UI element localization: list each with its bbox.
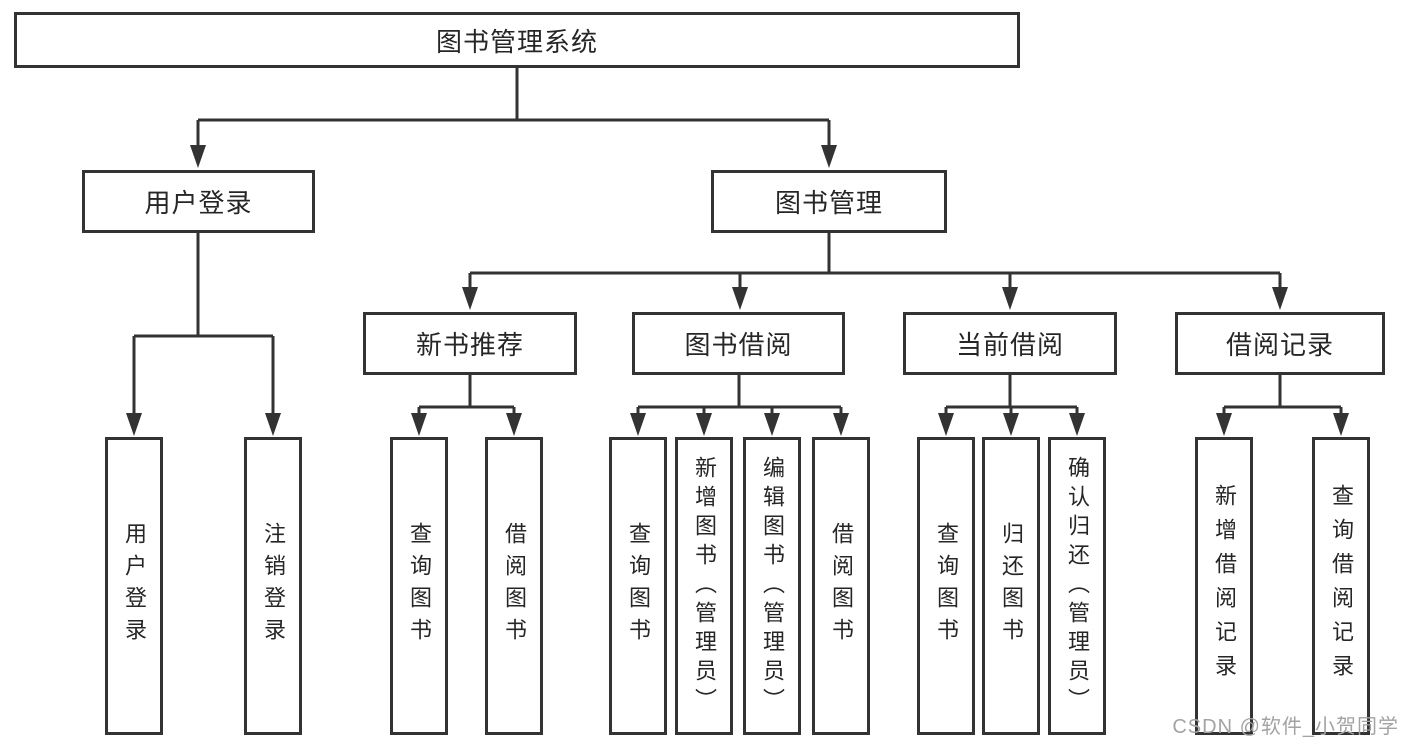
leaf-label: 查询借阅记录 [1329,484,1354,688]
leaf-logout: 注销登录 [244,437,302,735]
csdn-watermark: CSDN @软件_小贺同学 [1172,716,1399,738]
leaf-add-book-admin: 新增图书（管理员） [675,437,733,735]
leaf-query-borrow-record: 查询借阅记录 [1312,437,1370,735]
leaf-label: 用户登录 [122,522,147,650]
arrowheads [126,145,1349,436]
node-book-borrow: 图书借阅 [632,312,845,375]
node-book-mgmt: 图书管理 [711,170,947,233]
leaf-user-login: 用户登录 [105,437,163,735]
leaf-label: 查询图书 [934,522,959,650]
leaf-label: 注销登录 [261,522,286,650]
node-book-mgmt-label: 图书管理 [774,188,883,218]
node-book-borrow-label: 图书借阅 [684,330,793,360]
leaf-label: 新增借阅记录 [1212,484,1237,688]
node-root-label: 图书管理系统 [435,26,598,57]
node-new-book-recommend: 新书推荐 [363,312,577,375]
leaf-query-books-2: 查询图书 [609,437,667,735]
leaf-label: 确认归还（管理员） [1065,455,1090,717]
leaf-label: 借阅图书 [829,522,854,650]
node-user-login: 用户登录 [82,170,315,233]
node-user-login-label: 用户登录 [144,188,253,218]
node-current-borrow-label: 当前借阅 [955,330,1064,360]
leaf-confirm-return-admin: 确认归还（管理员） [1048,437,1106,735]
node-current-borrow: 当前借阅 [903,312,1117,375]
leaf-query-books-3: 查询图书 [917,437,975,735]
leaf-label: 新增图书（管理员） [692,455,717,717]
leaf-label: 查询图书 [626,522,651,650]
leaf-label: 借阅图书 [502,522,527,650]
leaf-borrow-books-2: 借阅图书 [812,437,870,735]
node-borrow-records: 借阅记录 [1175,312,1385,375]
leaf-edit-book-admin: 编辑图书（管理员） [743,437,801,735]
leaf-label: 编辑图书（管理员） [760,455,785,717]
leaf-borrow-books-1: 借阅图书 [485,437,543,735]
leaf-return-book: 归还图书 [982,437,1040,735]
node-root: 图书管理系统 [14,12,1020,68]
leaf-label: 归还图书 [999,522,1024,650]
leaf-label: 查询图书 [407,522,432,650]
node-borrow-records-label: 借阅记录 [1225,330,1334,360]
leaf-query-books-1: 查询图书 [390,437,448,735]
leaf-add-borrow-record: 新增借阅记录 [1195,437,1253,735]
node-new-book-recommend-label: 新书推荐 [415,330,524,360]
